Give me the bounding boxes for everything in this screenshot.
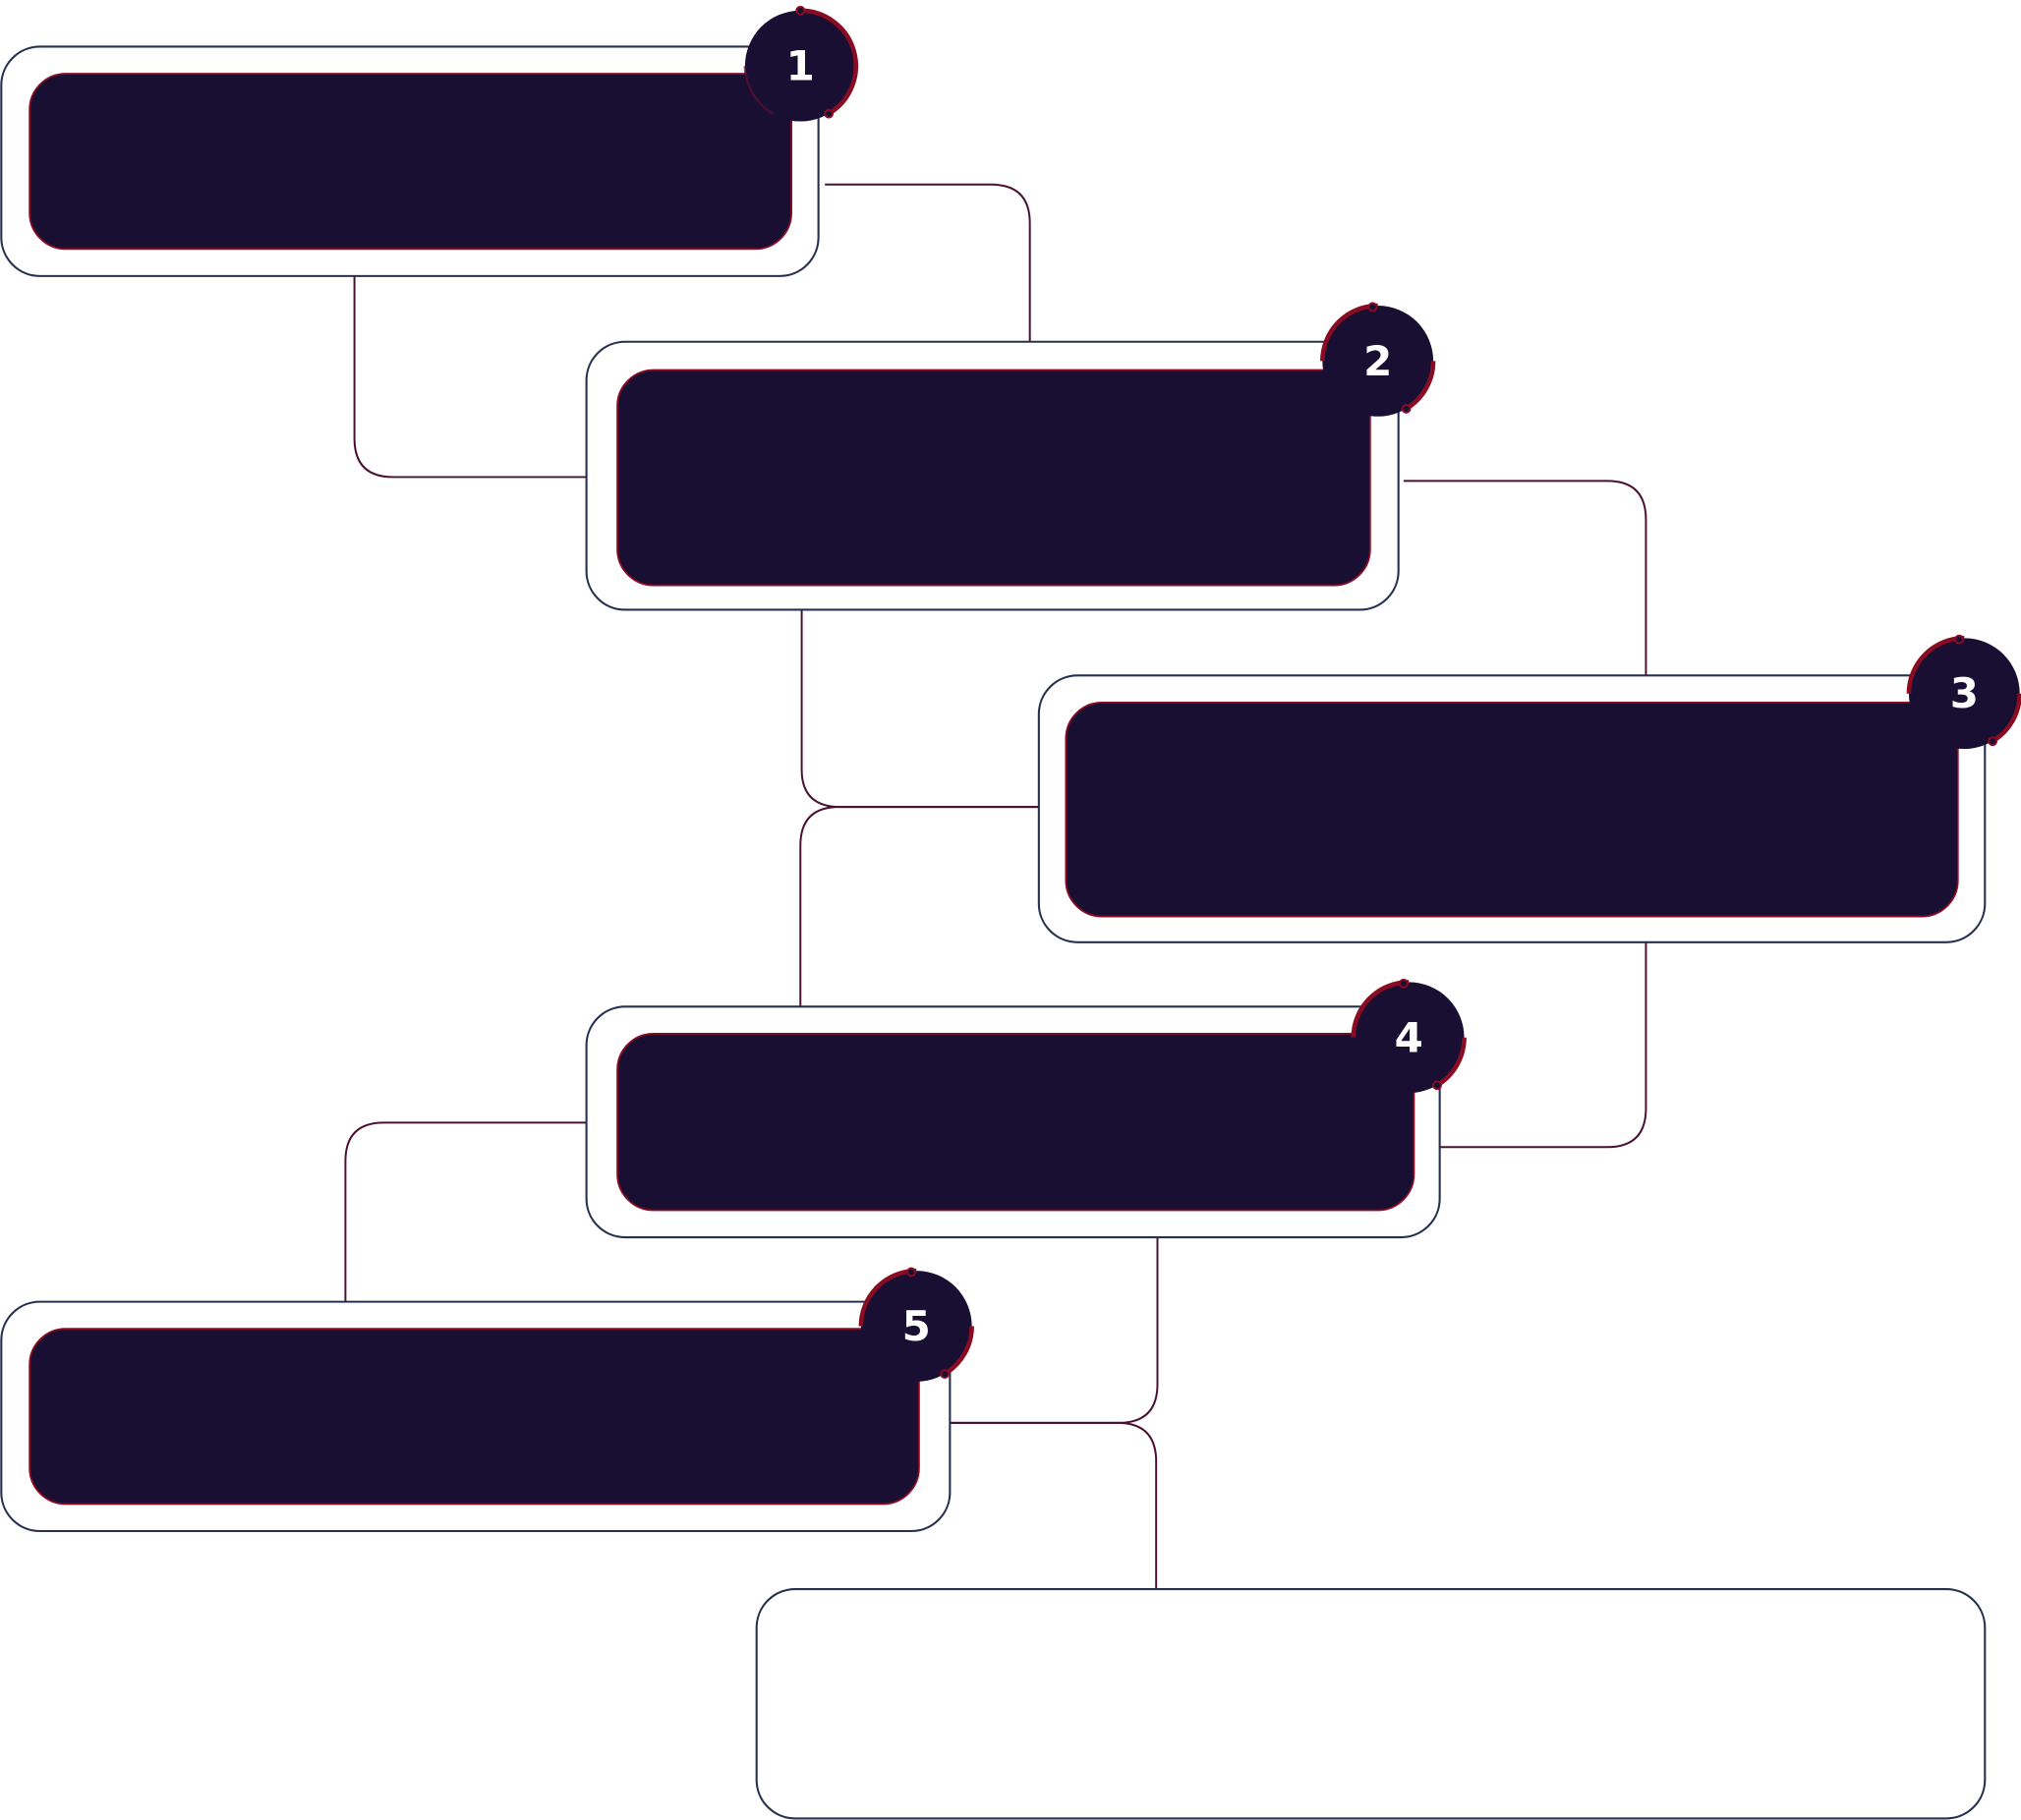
connectors <box>344 183 1647 1590</box>
connector-2-3 <box>1403 480 1647 676</box>
step-4-card <box>616 1032 1415 1212</box>
result-box <box>755 1587 1987 1820</box>
step-4-number: 4 <box>1395 1013 1423 1061</box>
step-3-number: 3 <box>1950 669 1979 717</box>
connector-1-2-left <box>353 275 587 479</box>
step-1-card <box>29 73 793 251</box>
connector-2-3-left <box>800 609 1039 809</box>
connector-4-5-right <box>950 1237 1159 1424</box>
step-1-badge: 1 <box>743 5 858 122</box>
step-1: 1 <box>0 5 858 277</box>
step-5-card <box>29 1328 920 1506</box>
step-3-badge: 3 <box>1906 634 2021 750</box>
connector-3-4-right <box>1439 941 1647 1149</box>
connector-1-2 <box>825 183 1031 342</box>
step-5-badge: 5 <box>858 1267 974 1382</box>
step-5-number: 5 <box>902 1302 931 1350</box>
step-4: 4 <box>585 978 1467 1239</box>
step-1-number: 1 <box>786 42 815 90</box>
connector-5-6 <box>950 1421 1158 1590</box>
step-2-badge: 2 <box>1320 302 1436 417</box>
step-4-badge: 4 <box>1351 978 1467 1094</box>
step-3: 3 <box>1037 634 2021 943</box>
step-2: 2 <box>585 302 1436 611</box>
step-3-card <box>1065 701 1959 918</box>
connector-3-4 <box>799 806 1039 1020</box>
step-5: 5 <box>0 1267 974 1533</box>
connector-4-5 <box>344 1121 587 1302</box>
step-2-card <box>616 369 1371 587</box>
step-2-number: 2 <box>1363 337 1392 385</box>
